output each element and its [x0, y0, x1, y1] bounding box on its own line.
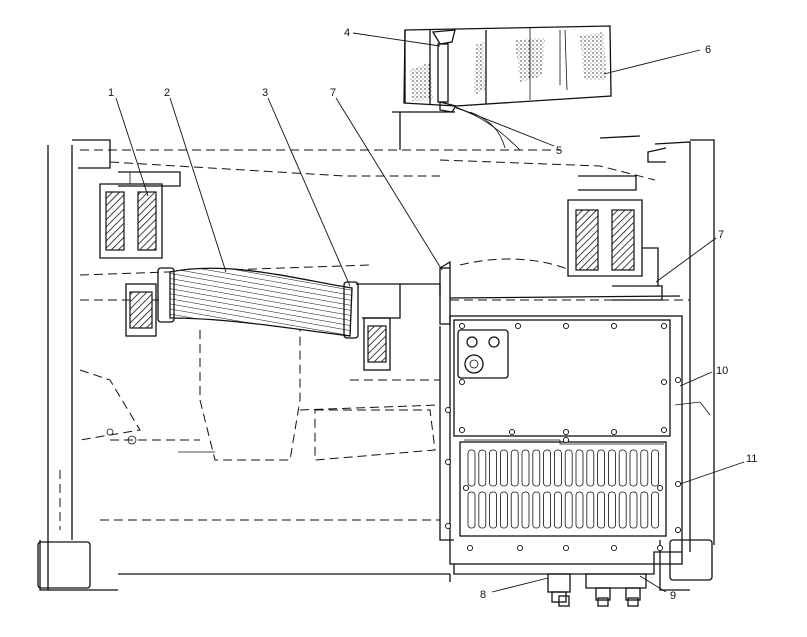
callout-2: 2	[164, 87, 170, 99]
bolt	[674, 526, 682, 534]
grille-slot	[618, 491, 627, 529]
grille-slot	[629, 449, 638, 487]
callout-8: 8	[480, 589, 486, 601]
grille-slot	[499, 491, 508, 529]
grille-slot	[597, 449, 605, 487]
grille-slot	[478, 491, 487, 529]
grille-slot	[651, 491, 659, 529]
bolt	[444, 522, 452, 530]
grille-slot	[586, 449, 595, 487]
grille-slot	[575, 449, 584, 487]
grille-slot	[554, 449, 562, 487]
callout-3: 3	[262, 87, 268, 99]
bolt	[444, 458, 452, 466]
grille-slot	[651, 449, 659, 487]
grille-slot	[575, 491, 584, 529]
bolt	[660, 378, 668, 386]
callout-7-top: 7	[330, 87, 336, 99]
grille-slot	[564, 449, 573, 487]
right-air-duct	[567, 175, 663, 301]
callout-4: 4	[344, 27, 350, 39]
bolt	[674, 480, 682, 488]
bolt	[458, 426, 466, 434]
grille-slot	[499, 449, 508, 487]
grille-slots	[467, 449, 659, 529]
callout-10: 10	[716, 365, 728, 377]
grille-slot	[532, 491, 541, 529]
grille-slot	[532, 449, 541, 487]
leader-lines	[115, 32, 745, 593]
bolt	[562, 544, 570, 552]
callout-5: 5	[556, 145, 562, 157]
bolt	[562, 436, 570, 444]
grille-slot	[543, 491, 551, 529]
grille-slot	[510, 491, 519, 529]
bolt	[508, 428, 516, 436]
grille-slot	[467, 449, 476, 487]
left-air-duct	[99, 171, 181, 259]
grille-slot	[608, 491, 616, 529]
bolt	[458, 378, 466, 386]
grille-slot	[521, 449, 530, 487]
bolt	[462, 484, 470, 492]
grille-slot	[618, 449, 627, 487]
bolt	[674, 376, 682, 384]
grille-slot	[608, 449, 616, 487]
grille-slot	[543, 449, 551, 487]
bolt	[458, 322, 466, 330]
bolt	[514, 322, 522, 330]
bolt	[610, 322, 618, 330]
grille-slot	[467, 491, 476, 529]
bolt	[656, 544, 664, 552]
bolt	[444, 406, 452, 414]
bolt	[466, 544, 474, 552]
grille-slot	[554, 491, 562, 529]
heater-cover-panel	[439, 295, 683, 575]
grille-slot	[489, 491, 498, 529]
bolt	[660, 426, 668, 434]
bottom-connectors	[547, 573, 647, 607]
panel-bolts	[444, 322, 682, 552]
grille-slot	[564, 491, 573, 529]
grille-slot	[510, 449, 519, 487]
grille-slot	[478, 449, 487, 487]
grille-slot	[629, 491, 638, 529]
bolt	[610, 428, 618, 436]
callouts: 1 2 3 4 5 6 7 7 8 9 10 11	[108, 27, 757, 602]
grille-slot	[597, 491, 605, 529]
grille-slot	[489, 449, 498, 487]
grille-slot	[640, 449, 649, 487]
bolt	[516, 544, 524, 552]
bolt	[610, 544, 618, 552]
callout-6: 6	[705, 44, 711, 56]
top-heater-unit	[392, 25, 612, 151]
callout-11: 11	[746, 453, 757, 465]
grille-slot	[586, 491, 595, 529]
callout-9: 9	[670, 590, 676, 602]
grille-slot	[640, 491, 649, 529]
grille-slot	[521, 491, 530, 529]
bolt	[562, 322, 570, 330]
flexible-hose	[125, 267, 441, 371]
bolt	[660, 322, 668, 330]
bolt	[562, 428, 570, 436]
vertical-pipe	[439, 260, 451, 325]
callout-7-right: 7	[718, 229, 724, 241]
bolt	[656, 484, 664, 492]
callout-1: 1	[108, 87, 114, 99]
